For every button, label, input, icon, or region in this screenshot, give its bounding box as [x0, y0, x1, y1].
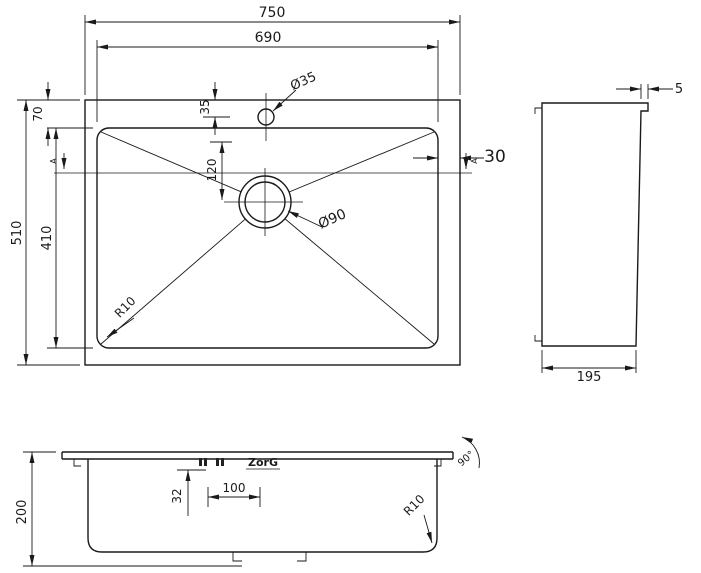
- front-rim: [61, 451, 454, 467]
- dim-35-label: 35: [198, 99, 212, 114]
- drain-crosshair: [224, 168, 303, 236]
- dim-drain-offset: 120: [205, 141, 232, 200]
- dim-750-label: 750: [259, 5, 286, 21]
- dim-32-label: 32: [170, 488, 184, 503]
- front-view: ZorG 200 32 100 R10: [15, 436, 480, 567]
- dim-inner-height: 410: [40, 127, 93, 349]
- top-view: 750 690 510 410 70: [10, 5, 506, 366]
- sink-bowl-outline: [96, 127, 439, 349]
- section-marker-left: A: [49, 153, 67, 169]
- section-a-right-label: A: [470, 158, 479, 164]
- dim-rim-lip: 5: [616, 82, 683, 99]
- drain-tab-left: [232, 552, 242, 562]
- dim-510-label: 510: [10, 221, 25, 246]
- side-profile-outline: [541, 102, 649, 347]
- side-clip-top: [534, 107, 542, 114]
- drain-tab-right: [297, 552, 307, 562]
- sink-outer-outline: [84, 99, 461, 366]
- dim-120-label: 120: [205, 159, 219, 182]
- dim-outer-height: 510: [10, 99, 80, 366]
- dim-195-label: 195: [577, 370, 602, 385]
- front-bowl-outline: [87, 459, 438, 553]
- bowl-diagonals: [100, 131, 435, 345]
- dim-70-label: 70: [31, 106, 45, 121]
- section-marker-right: A: [463, 153, 479, 169]
- callout-faucet-diameter: Ø35: [272, 70, 319, 112]
- dim-faucet-offset: 35: [198, 82, 230, 135]
- side-clip-bottom: [534, 335, 542, 342]
- dia-90-label: Ø90: [316, 206, 349, 232]
- angle-90-label: 90°: [456, 449, 477, 469]
- dim-drain-offset-front: 32: [170, 469, 206, 516]
- dim-front-height: 200: [15, 451, 242, 567]
- dim-30-label: 30: [484, 147, 506, 167]
- dim-5-label: 5: [675, 82, 683, 97]
- side-view: 5 195: [534, 82, 683, 385]
- dim-rim-top-offset: 70: [31, 82, 51, 146]
- section-a-left-label: A: [49, 158, 58, 164]
- dim-200-label: 200: [15, 500, 30, 525]
- callout-corner-angle: 90°: [456, 436, 480, 469]
- dim-depth: 195: [541, 350, 637, 385]
- r10-top-label: R10: [112, 294, 139, 321]
- dim-drain-width: 100: [207, 481, 261, 507]
- dim-outer-width: 750: [84, 5, 461, 95]
- brand-logo: ZorG: [246, 456, 280, 470]
- callout-corner-radius-front: R10: [401, 492, 433, 544]
- dim-690-label: 690: [255, 30, 282, 46]
- front-rim-hook-left: [73, 459, 81, 467]
- dim-410-label: 410: [40, 226, 55, 251]
- dim-inner-width: 690: [96, 30, 439, 122]
- clip-symbols: [199, 458, 224, 466]
- r10-front-label: R10: [401, 492, 428, 519]
- brand-logo-text: ZorG: [248, 456, 278, 469]
- dim-100-label: 100: [223, 481, 246, 495]
- dia-35-label: Ø35: [288, 70, 319, 95]
